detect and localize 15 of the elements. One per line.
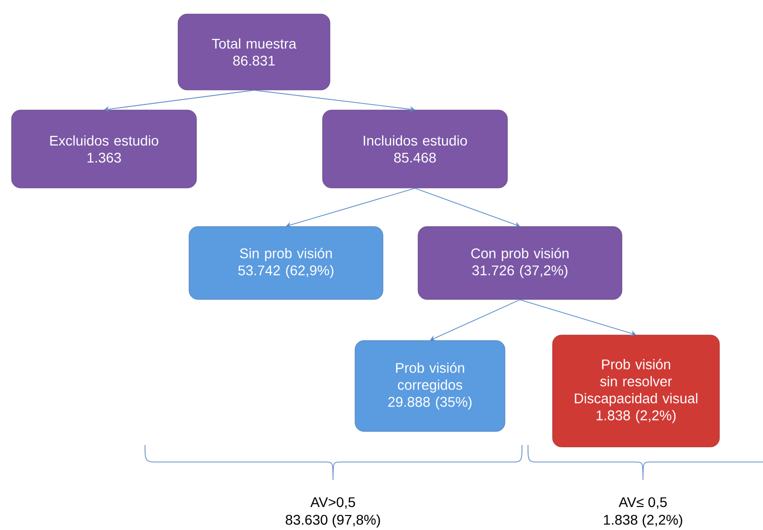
process-box: Incluidos estudio 85.468 [322, 110, 508, 188]
note-text: 83.630 (97,8%) [286, 514, 380, 528]
note-text: AV≤ 0,5 [618, 497, 667, 509]
note-text: AV>0,5 [310, 497, 356, 509]
note-text: 1.838 (2,2%) [604, 514, 682, 528]
process-box: Prob visión sin resolver Discapacidad visual 1.838 (2,2%) [552, 334, 720, 448]
arrow [430, 299, 520, 341]
arrow [104, 90, 254, 112]
process-box: Excluidos estudio 1.363 [11, 110, 197, 188]
arrow [286, 188, 416, 228]
process-box: Prob visión corregidos 29.888 (35%) [354, 340, 506, 432]
process-box: Con prob visión 31.726 (37,2%) [418, 226, 622, 300]
process-box: Total muestra 86.831 [178, 14, 330, 90]
process-box: Sin prob visión 53.742 (62,9%) [188, 226, 384, 300]
arrow [414, 188, 520, 228]
